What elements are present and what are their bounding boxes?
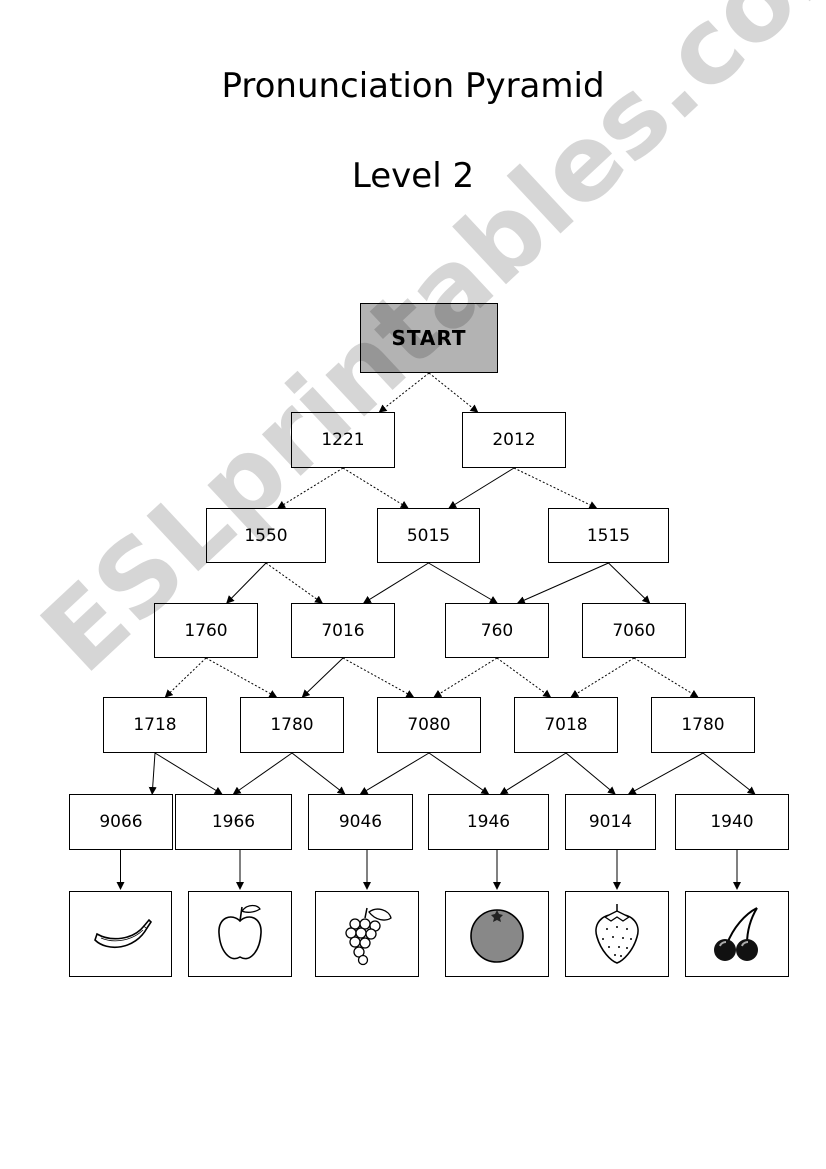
- connector-arrow: [499, 752, 567, 795]
- number-box[interactable]: 1946: [428, 794, 549, 850]
- connector-arrow: [359, 752, 430, 795]
- connector-arrow: [378, 372, 430, 413]
- number-box[interactable]: 1550: [206, 508, 326, 563]
- apple-icon: [218, 904, 262, 960]
- connector-arrow: [232, 752, 293, 795]
- number-box[interactable]: 1780: [651, 697, 755, 753]
- orange-box[interactable]: [445, 891, 549, 977]
- number-box[interactable]: 2012: [462, 412, 566, 468]
- banana-box[interactable]: [69, 891, 172, 977]
- grapes-icon: [345, 907, 392, 966]
- strawberry-icon: [595, 904, 639, 964]
- connector-arrow: [565, 752, 616, 795]
- connector-arrow: [496, 657, 552, 698]
- connector-arrow: [570, 657, 635, 698]
- number-box[interactable]: 1221: [291, 412, 395, 468]
- connector-arrow: [148, 752, 157, 795]
- number-box[interactable]: 1718: [103, 697, 207, 753]
- strawberry-box[interactable]: [565, 891, 669, 977]
- apple-box[interactable]: [188, 891, 292, 977]
- connector-arrow: [633, 657, 699, 698]
- page-title: Pronunciation Pyramid: [221, 66, 605, 106]
- number-box[interactable]: 7018: [514, 697, 618, 753]
- cherry-box[interactable]: [685, 891, 789, 977]
- number-box[interactable]: 1760: [154, 603, 258, 658]
- number-box[interactable]: 1515: [548, 508, 669, 563]
- grapes-box[interactable]: [315, 891, 419, 977]
- connector-arrow: [205, 657, 278, 698]
- page-subtitle: Level 2: [351, 156, 475, 196]
- connector-arrow: [516, 562, 609, 604]
- number-box[interactable]: 9014: [565, 794, 656, 850]
- connector-arrow: [428, 562, 498, 604]
- connector-arrow: [301, 657, 344, 698]
- number-box[interactable]: 1966: [175, 794, 292, 850]
- connector-arrow: [448, 467, 515, 509]
- connector-arrow: [154, 752, 223, 795]
- connector-arrow: [428, 752, 490, 795]
- number-box[interactable]: 1780: [240, 697, 344, 753]
- connector-arrow: [226, 562, 267, 604]
- number-box[interactable]: 9046: [308, 794, 413, 850]
- connector-arrow: [702, 752, 756, 795]
- number-box[interactable]: 1940: [675, 794, 789, 850]
- connector-arrow: [265, 562, 324, 604]
- connector-arrow: [362, 562, 429, 604]
- connector-arrow: [291, 752, 346, 795]
- number-box[interactable]: 5015: [377, 508, 480, 563]
- connector-arrow: [277, 467, 344, 509]
- number-box[interactable]: 7080: [377, 697, 481, 753]
- connector-arrow: [428, 372, 479, 413]
- orange-icon: [470, 909, 524, 963]
- number-box[interactable]: 7060: [582, 603, 686, 658]
- connector-arrow: [342, 467, 409, 509]
- banana-icon: [93, 918, 152, 948]
- start-box[interactable]: START: [360, 303, 498, 373]
- number-box[interactable]: 9066: [69, 794, 173, 850]
- connector-arrow: [627, 752, 704, 795]
- connector-arrow: [608, 562, 651, 604]
- connector-arrow: [342, 657, 415, 698]
- number-box[interactable]: 760: [445, 603, 549, 658]
- cherry-icon: [714, 907, 758, 961]
- connector-arrow: [433, 657, 498, 698]
- connector-arrow: [164, 657, 207, 698]
- number-box[interactable]: 7016: [291, 603, 395, 658]
- connector-arrow: [513, 467, 598, 509]
